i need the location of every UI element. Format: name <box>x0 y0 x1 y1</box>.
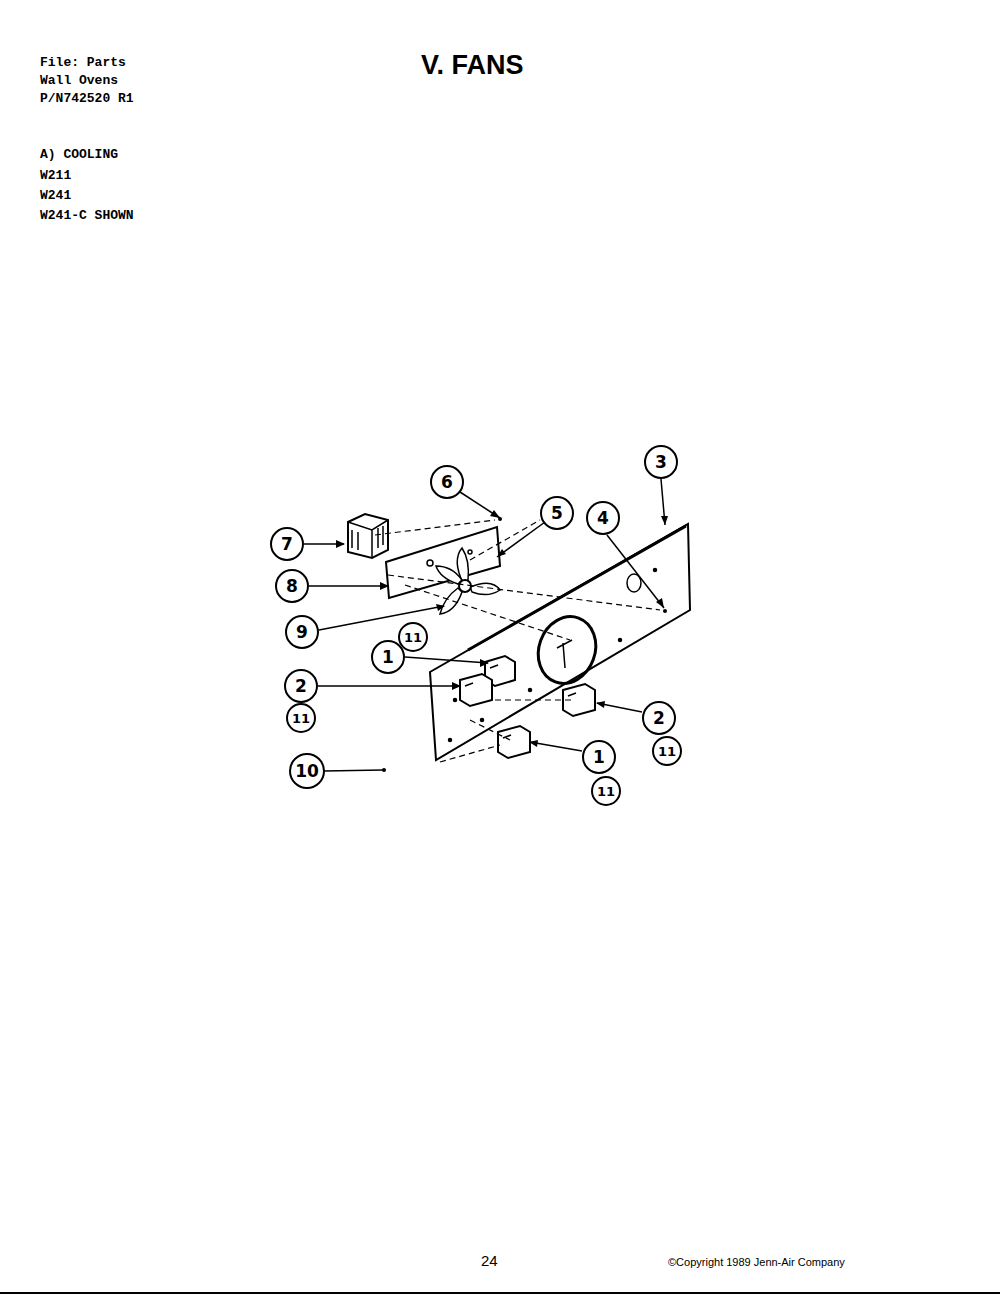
callout-number: 7 <box>281 536 293 553</box>
callout-circle: 2 <box>642 701 676 735</box>
callout-circle: 6 <box>430 465 464 499</box>
callout-circle: 11 <box>286 703 316 733</box>
callout-number: 11 <box>292 712 310 725</box>
callout-number: 6 <box>441 474 453 491</box>
callout-number: 5 <box>551 505 563 522</box>
header-note: W211 <box>40 168 71 184</box>
callout-number: 4 <box>597 510 609 527</box>
header-note: File: Parts <box>40 55 126 71</box>
callout-number: 2 <box>653 710 665 727</box>
callout-circle: 4 <box>586 501 620 535</box>
callout-circle: 11 <box>591 776 621 806</box>
callout-number: 11 <box>658 745 676 758</box>
callout-number: 11 <box>597 785 615 798</box>
callout-number: 8 <box>286 578 298 595</box>
callout-number: 2 <box>295 678 307 695</box>
callout-number: 11 <box>404 631 422 644</box>
copyright-note: ©Copyright 1989 Jenn-Air Company <box>668 1256 845 1269</box>
page-title: V. FANS <box>421 50 524 81</box>
callout-number: 1 <box>593 749 605 766</box>
callout-number: 10 <box>295 763 319 780</box>
callout-circle: 2 <box>284 669 318 703</box>
header-note: W241-C SHOWN <box>40 208 134 224</box>
header-note: A) COOLING <box>40 147 118 163</box>
header-note: P/N742520 R1 <box>40 91 134 107</box>
callout-circle: 10 <box>289 753 325 789</box>
page-number: 24 <box>481 1252 498 1270</box>
header-note: W241 <box>40 188 71 204</box>
callout-circle: 7 <box>270 527 304 561</box>
callout-circle: 8 <box>275 569 309 603</box>
callout-circle: 3 <box>644 445 678 479</box>
callout-number: 9 <box>296 624 308 641</box>
callout-circle: 9 <box>285 615 319 649</box>
callout-number: 3 <box>655 454 667 471</box>
callout-number: 1 <box>382 649 394 666</box>
callout-circle: 5 <box>540 496 574 530</box>
header-note: Wall Ovens <box>40 73 118 89</box>
callout-circle: 1 <box>371 640 405 674</box>
callout-circle: 11 <box>652 736 682 766</box>
callout-circle: 1 <box>582 740 616 774</box>
